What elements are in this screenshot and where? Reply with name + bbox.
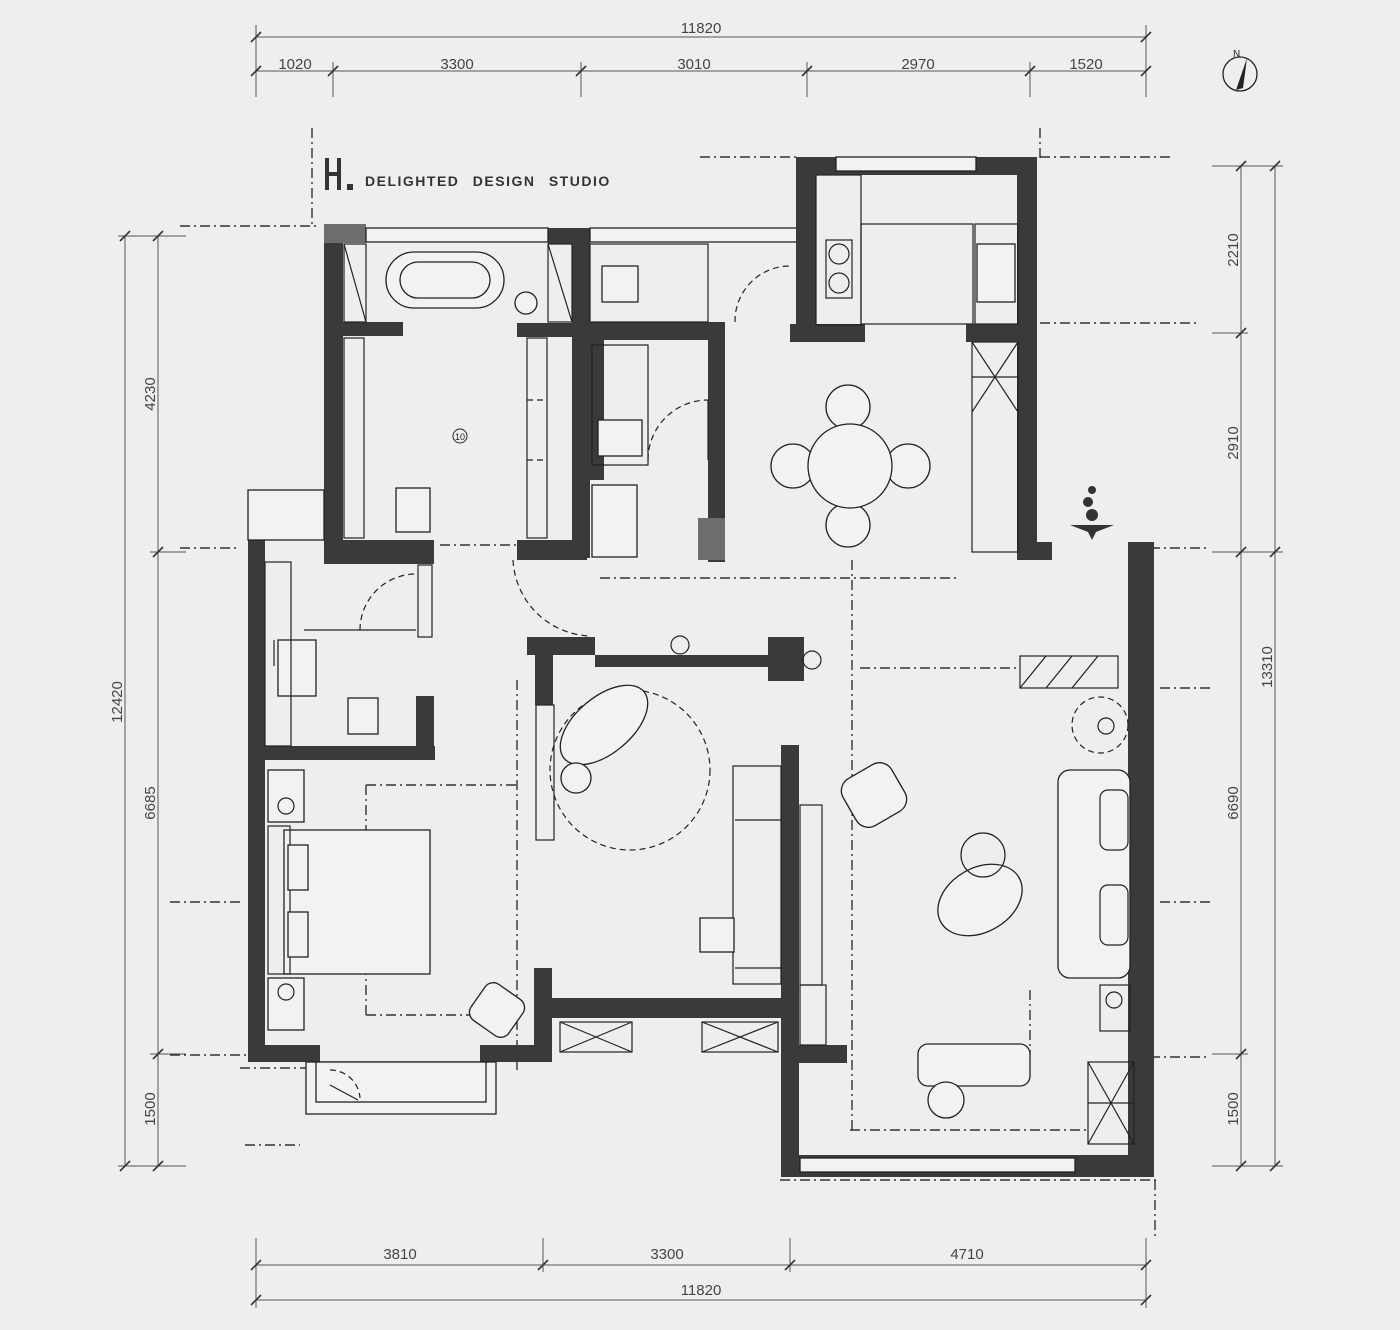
- desk: [277, 639, 317, 697]
- dining-table: [807, 423, 893, 509]
- room-marker: 10: [452, 428, 468, 444]
- right-segment-dimension: 2210: [1225, 233, 1242, 266]
- top-segment-dimension: 3010: [677, 56, 710, 73]
- left-total-dimension: 12420: [109, 681, 126, 723]
- axis-lines: [170, 128, 1210, 1240]
- side-table: [927, 1081, 965, 1119]
- walls: [247, 156, 1154, 1177]
- left-dimensions: 12420 4230 6685 1500: [109, 230, 186, 1172]
- bottom-segment-dimension: 3300: [650, 1246, 683, 1263]
- right-dimensions: 2210 2910 6690 1500 13310: [1212, 160, 1283, 1172]
- top-segment-dimension: 1520: [1069, 56, 1102, 73]
- top-segment-dimension: 1020: [278, 56, 311, 73]
- doors: [304, 265, 791, 637]
- room-marker-label: 10: [455, 432, 465, 442]
- plant-icon: [1070, 486, 1114, 540]
- round-rug: [549, 689, 711, 851]
- lounge-chair: [559, 684, 649, 766]
- left-segment-dimension: 1500: [142, 1092, 159, 1125]
- studio-name: DELIGHTED DESIGN STUDIO: [365, 173, 611, 189]
- bathroom-guest: [589, 243, 709, 558]
- bottom-dimensions: 3810 3300 4710 11820: [250, 1238, 1152, 1308]
- left-segment-dimension: 4230: [142, 377, 159, 410]
- kitchen: [815, 174, 1019, 553]
- kitchen-sink: [976, 243, 1016, 303]
- room-small: [264, 561, 433, 747]
- north-label: N: [1233, 49, 1240, 60]
- tv-console: [917, 1043, 1031, 1087]
- top-dimensions: 11820 1020 3300 3010 2970 1520: [250, 20, 1152, 97]
- sofa: [1057, 769, 1131, 979]
- dining-set: [770, 384, 931, 548]
- chair: [699, 917, 735, 953]
- bathroom-master: [343, 243, 573, 539]
- toilet: [597, 419, 643, 457]
- top-total-dimension: 11820: [681, 20, 722, 37]
- basin-icon: [514, 291, 538, 315]
- right-segment-dimension: 1500: [1225, 1092, 1242, 1125]
- nightstand: [267, 769, 305, 823]
- shower-tray: [591, 484, 638, 558]
- studio-logo-mark: [325, 156, 355, 192]
- studio-logo: DELIGHTED DESIGN STUDIO: [325, 156, 611, 192]
- washer: [601, 265, 639, 303]
- north-compass-icon: N: [1222, 49, 1258, 92]
- top-segment-dimension: 2970: [901, 56, 934, 73]
- nightstand: [267, 977, 305, 1031]
- cooktop-burner: [828, 243, 850, 265]
- chair: [347, 697, 379, 735]
- right-total-dimension: 13310: [1259, 646, 1276, 688]
- dining-chair: [825, 384, 871, 430]
- bottom-segment-dimension: 4710: [950, 1246, 983, 1263]
- left-segment-dimension: 6685: [142, 786, 159, 819]
- cooktop-burner: [828, 272, 850, 294]
- right-segment-dimension: 6690: [1225, 786, 1242, 819]
- study-room: [535, 635, 822, 1053]
- living-room: [799, 655, 1135, 1145]
- stool: [395, 487, 431, 533]
- right-segment-dimension: 2910: [1225, 426, 1242, 459]
- coffee-table: [937, 863, 1023, 937]
- bedroom-main: [267, 769, 526, 1101]
- armchair: [468, 982, 526, 1038]
- bottom-total-dimension: 11820: [681, 1282, 722, 1299]
- bottom-segment-dimension: 3810: [383, 1246, 416, 1263]
- armchair: [840, 762, 908, 828]
- dining-chair: [825, 502, 871, 548]
- top-segment-dimension: 3300: [440, 56, 473, 73]
